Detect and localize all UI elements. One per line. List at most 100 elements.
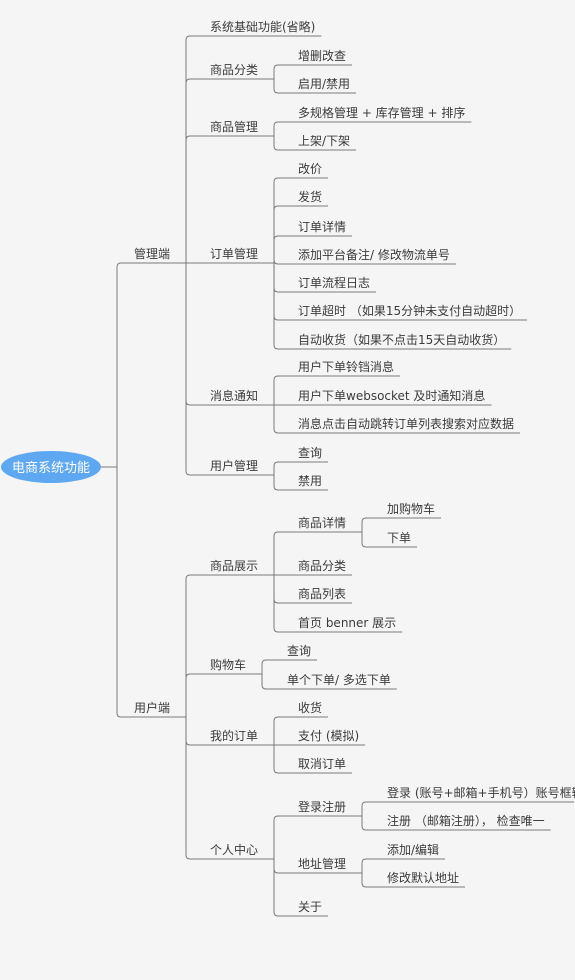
topic-label-1-1: 购物车 [210,657,246,672]
topic-label-1-0-0-0: 加购物车 [387,501,435,516]
topic-label-1-3-0: 登录注册 [298,799,346,814]
topic-node-0-5-0[interactable]: 查询 [286,446,329,463]
topic-label-0-3: 订单管理 [210,246,258,261]
topic-label-0-2: 商品管理 [210,119,258,134]
topic-node-1-2-1[interactable]: 支付 (模拟) [286,729,366,746]
topic-node-0-3-2[interactable]: 订单详情 [286,219,353,237]
edge-0-4-0 [264,375,286,406]
topic-node-0-1[interactable]: 商品分类 [198,62,265,80]
topic-node-0-5-1[interactable]: 禁用 [286,474,329,491]
edge-1-3 [176,716,198,860]
edge-0-1-1 [264,78,286,94]
edge-1-3-1-1 [352,872,375,888]
edge-0-5 [176,262,198,476]
edge-0-4-2 [264,404,286,434]
topic-node-0-2-0[interactable]: 多规格管理 + 库存管理 + 排序 [286,105,472,123]
topic-node-0-3-5[interactable]: 订单超时 （如果15分钟未支付自动超时） [286,303,528,321]
topic-node-1-0[interactable]: 商品展示 [198,558,265,576]
topic-label-1-0-2: 商品列表 [298,586,346,601]
topic-label-1-0-0-1: 下单 [387,531,411,545]
topic-node-0-4-0[interactable]: 用户下单铃铛消息 [286,359,401,377]
topic-label-0-3-3: 添加平台备注/ 修改物流单号 [298,247,450,262]
topic-node-1-0-3[interactable]: 首页 benner 展示 [286,616,403,633]
topic-label-1-3-1: 地址管理 [298,856,346,871]
topic-label-1-3-1-0: 添加/编辑 [387,842,439,857]
topic-label-0-3-5: 订单超时 （如果15分钟未支付自动超时） [298,303,521,318]
edge-1-3-2 [264,858,286,917]
topic-node-1-3-0-1[interactable]: 注册 （邮箱注册）， 检查唯一 [375,813,551,831]
topic-node-0-0[interactable]: 系统基础功能(省略) [198,19,322,37]
topic-label-1-3-2: 关于 [298,900,322,914]
topic-node-1-0-0-1[interactable]: 下单 [375,531,418,548]
edge-0-3-2 [264,235,286,264]
topic-node-0-3-3[interactable]: 添加平台备注/ 修改物流单号 [286,247,456,265]
topic-label-0-2-0: 多规格管理 + 库存管理 + 排序 [298,105,465,120]
topic-node-0-2[interactable]: 商品管理 [198,119,265,137]
topic-label-1-3: 个人中心 [210,842,258,857]
topic-label-1-0-3: 首页 benner 展示 [298,616,396,630]
topic-node-1-1-0[interactable]: 查询 [275,644,318,661]
edge-0 [101,262,122,468]
topic-node-1-3-1-1[interactable]: 修改默认地址 [375,870,466,888]
topic-node-0-3-6[interactable]: 自动收货（如果不点击15天自动收货） [286,332,512,350]
topic-node-1-2[interactable]: 我的订单 [198,728,265,746]
topic-label-0-1-0: 增删改查 [298,49,346,63]
topic-label-0-4-1: 用户下单websocket 及时通知消息 [298,388,485,403]
topic-node-1[interactable]: 用户端 [122,700,177,718]
topic-label-0-3-1: 发货 [298,189,322,204]
topic-node-1-3-2[interactable]: 关于 [286,900,329,917]
edge-0-3-6 [264,262,286,350]
topic-node-1-3-1[interactable]: 地址管理 [286,856,353,874]
edge-1-3-1-0 [352,858,375,874]
edge-0-5-1 [264,474,286,491]
topic-node-0-4-2[interactable]: 消息点击自动跳转订单列表搜索对应数据 [286,416,521,434]
topic-label-0-5: 用户管理 [210,458,258,473]
topic-node-0-3[interactable]: 订单管理 [198,246,265,264]
topic-node-1-0-0-0[interactable]: 加购物车 [375,501,442,519]
edge-1-0-0 [264,531,286,576]
edge-0-2-0 [264,121,286,137]
topic-node-1-2-2[interactable]: 取消订单 [286,757,353,774]
topic-node-0-3-4[interactable]: 订单流程日志 [286,275,377,293]
topic-label-1-3-0-0: 登录 (账号+邮箱+手机号）账号框输入 [387,785,575,800]
topic-node-0-2-1[interactable]: 上架/下架 [286,134,357,151]
topic-node-0-3-0[interactable]: 改价 [286,162,329,179]
topic-node-0-3-1[interactable]: 发货 [286,189,329,207]
topic-label-1-2-2: 取消订单 [298,757,346,771]
topic-node-0-4[interactable]: 消息通知 [198,388,265,406]
topic-node-0[interactable]: 管理端 [122,246,177,264]
topic-node-1-3-0[interactable]: 登录注册 [286,799,353,817]
topic-node-1-2-0[interactable]: 收货 [286,700,329,718]
topic-node-1-3-1-0[interactable]: 添加/编辑 [375,842,446,860]
topic-node-1-0-2[interactable]: 商品列表 [286,586,353,604]
edge-0-3-3 [264,259,286,265]
topic-node-0-4-1[interactable]: 用户下单websocket 及时通知消息 [286,388,492,406]
edge-1-3-0-1 [352,815,375,831]
edge-0-2-1 [264,135,286,151]
topic-label-0-2-1: 上架/下架 [298,134,350,148]
topic-node-0-1-0[interactable]: 增删改查 [286,49,353,66]
topic-node-1-0-0[interactable]: 商品详情 [286,515,353,533]
edge-1-2-0 [264,716,286,746]
topic-node-1-1-1[interactable]: 单个下单/ 多选下单 [275,673,397,690]
topic-node-1-0-1[interactable]: 商品分类 [286,558,353,576]
edge-1-2-2 [264,744,286,774]
topic-label-0-4: 消息通知 [210,388,258,403]
topic-node-0-5[interactable]: 用户管理 [198,458,265,476]
topic-label-0-5-0: 查询 [298,446,322,460]
topic-node-1-1[interactable]: 购物车 [198,657,253,675]
root-node[interactable]: 电商系统功能 [1,451,101,483]
topic-node-0-1-1[interactable]: 启用/禁用 [286,77,357,94]
edge-0-4 [176,262,198,406]
topic-label-1-3-1-1: 修改默认地址 [387,870,459,885]
edge-0-3-4 [264,262,286,293]
topic-label-0-3-4: 订单流程日志 [298,275,370,290]
topic-label-0-3-6: 自动收货（如果不点击15天自动收货） [298,332,505,347]
topic-label-0-4-0: 用户下单铃铛消息 [298,359,394,374]
topic-node-1-3-0-0[interactable]: 登录 (账号+邮箱+手机号）账号框输入 [375,785,575,803]
topic-node-1-3[interactable]: 个人中心 [198,842,265,860]
edge-0-0 [176,35,198,264]
topic-label-0-1-1: 启用/禁用 [298,77,350,91]
edge-0-5-0 [264,461,286,476]
